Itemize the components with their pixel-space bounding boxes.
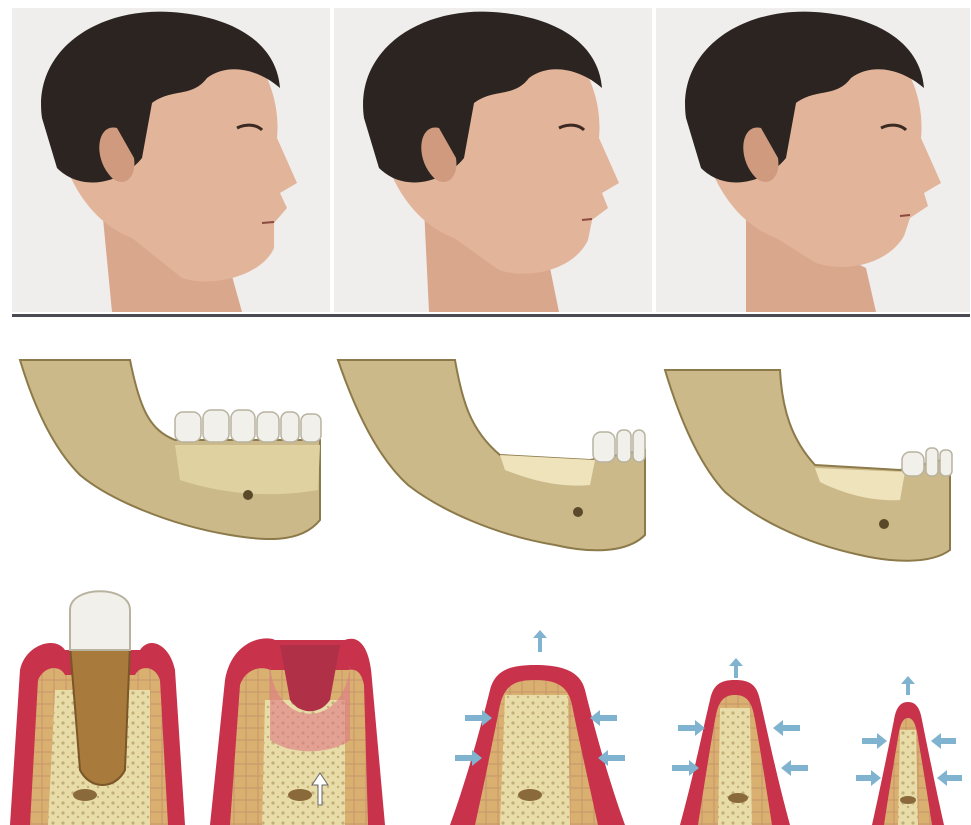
alveolar-ridge-row [0, 590, 971, 825]
ridge-resorption-1 [450, 630, 625, 825]
face-profile-severe-image [656, 8, 970, 312]
face-profiles-row [0, 0, 971, 318]
row-divider [12, 314, 970, 317]
socket-with-tooth [10, 591, 185, 825]
profile-moderate-loss [334, 8, 652, 312]
mandible-row [0, 330, 971, 580]
mandible-stages-image [0, 330, 971, 580]
face-profile-normal-image [12, 8, 330, 312]
profile-normal [12, 8, 330, 312]
mandible-partial-teeth [338, 360, 645, 550]
mandible-few-teeth [665, 370, 952, 561]
alveolar-ridge-stages-image [0, 590, 971, 825]
mandible-full-teeth [20, 360, 321, 539]
profile-severe-loss [656, 8, 970, 312]
ridge-resorption-2 [672, 658, 808, 825]
face-profile-moderate-image [334, 8, 652, 312]
ridge-resorption-3 [856, 676, 962, 825]
socket-after-extraction [210, 638, 385, 825]
